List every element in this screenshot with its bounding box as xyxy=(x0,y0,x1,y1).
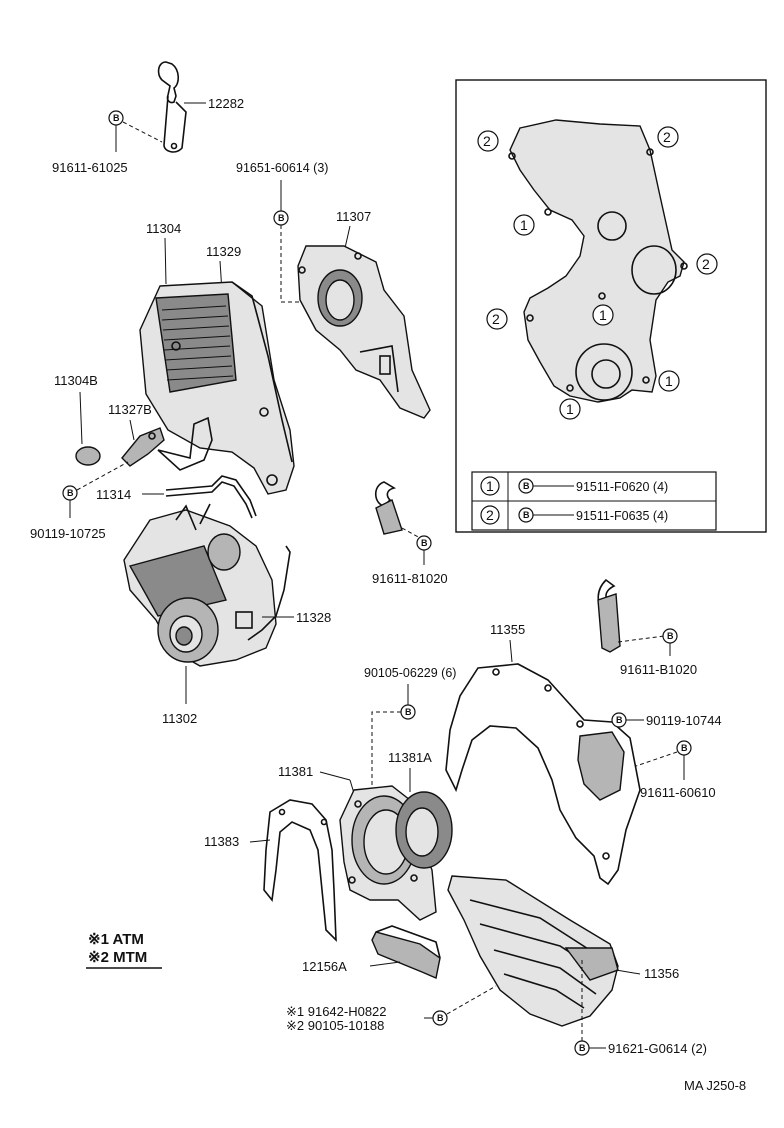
svg-text:1: 1 xyxy=(599,307,607,323)
diagram-code: MA J250-8 xyxy=(684,1078,746,1093)
callout-11355: 11355 xyxy=(490,622,525,637)
callout-11328: 11328 xyxy=(296,610,331,625)
clip-11327B xyxy=(121,427,165,467)
upper-cover-11304 xyxy=(139,281,295,495)
svg-text:B: B xyxy=(523,481,530,491)
table-row-1-bolt-icon: B xyxy=(518,478,534,494)
svg-text:2: 2 xyxy=(486,507,494,523)
svg-text:2: 2 xyxy=(483,133,491,149)
callout-91642-H0822: ※1 91642-H0822 xyxy=(286,1004,387,1019)
callout-11302: 11302 xyxy=(162,711,197,726)
bracket-91611-81020 xyxy=(374,481,403,535)
callout-90105-10188: ※2 90105-10188 xyxy=(286,1018,384,1033)
inset-table: 1 B 91511-F0620 (4) 2 B 91511-F0635 (4) xyxy=(471,471,717,531)
callout-11356: 11356 xyxy=(644,966,679,981)
bolt-marker-91611-B1020: B xyxy=(662,628,678,644)
callout-12156A: 12156A xyxy=(302,959,347,974)
callout-11383: 11383 xyxy=(204,834,239,849)
table-row-1-part: 91511-F0620 (4) xyxy=(576,480,668,494)
bolt-marker-90105-06229: B xyxy=(400,704,416,720)
callout-91621-G0614: 91621-G0614 (2) xyxy=(608,1041,707,1056)
table-row-2-number: 2 xyxy=(480,505,500,525)
callout-11329: 11329 xyxy=(206,244,241,259)
svg-text:B: B xyxy=(681,743,688,753)
svg-text:B: B xyxy=(523,510,530,520)
oil-seal-11381A xyxy=(395,791,453,869)
bolt-marker-91651-60614: B xyxy=(273,210,289,226)
table-row-2-bolt-icon: B xyxy=(518,507,534,523)
lower-cover-11356 xyxy=(447,875,619,1027)
svg-text:B: B xyxy=(278,213,285,223)
bolt-marker-91621-G0614: B xyxy=(574,1040,590,1056)
callout-11307: 11307 xyxy=(336,209,371,224)
cover-ribs xyxy=(161,305,234,381)
bolt-marker-90119-10725: B xyxy=(62,485,78,501)
svg-text:B: B xyxy=(579,1043,586,1053)
legend-mtm: ※2 MTM xyxy=(88,949,147,966)
bracket-12282 xyxy=(157,61,187,153)
svg-text:B: B xyxy=(616,715,623,725)
grommet-11304B xyxy=(75,446,101,466)
gasket-11383 xyxy=(263,799,337,943)
callout-11381: 11381 xyxy=(278,764,313,779)
marker-1: 1 xyxy=(592,304,614,326)
rear-plate-outline xyxy=(508,119,688,403)
callout-12282: 12282 xyxy=(208,96,244,111)
bolt-marker-91642-H0822: B xyxy=(432,1010,448,1026)
svg-text:B: B xyxy=(667,631,674,641)
callout-91611-61025: 91611-61025 xyxy=(52,160,128,175)
svg-text:B: B xyxy=(405,707,412,717)
svg-text:1: 1 xyxy=(486,478,494,494)
callout-11327B: 11327B xyxy=(108,402,152,417)
seal-11328 xyxy=(247,545,291,641)
svg-text:B: B xyxy=(421,538,428,548)
svg-text:B: B xyxy=(67,488,74,498)
marker-2: 2 xyxy=(477,130,499,152)
marker-2: 2 xyxy=(696,253,718,275)
lower-cover-11302 xyxy=(123,503,277,667)
callout-90119-10725: 90119-10725 xyxy=(30,526,106,541)
callout-90119-10744: 90119-10744 xyxy=(646,713,722,728)
legend-atm: ※1 ATM xyxy=(88,931,144,948)
marker-2: 2 xyxy=(657,126,679,148)
callout-91611-81020: 91611-81020 xyxy=(372,571,448,586)
bolt-marker-91611-81020: B xyxy=(416,535,432,551)
bolt-marker-90119-10744: B xyxy=(611,712,627,728)
svg-text:2: 2 xyxy=(702,256,710,272)
block-12156A xyxy=(371,925,441,979)
callout-11381A: 11381A xyxy=(388,750,432,765)
callout-11304B: 11304B xyxy=(54,373,98,388)
callout-91611-B1020: 91611-B1020 xyxy=(620,662,697,677)
marker-1: 1 xyxy=(658,370,680,392)
marker-2: 2 xyxy=(486,308,508,330)
callout-91651-60614: 91651-60614 (3) xyxy=(236,161,328,175)
callout-11304: 11304 xyxy=(146,221,181,236)
svg-text:1: 1 xyxy=(665,373,673,389)
bolt-marker-91611-61025: B xyxy=(108,110,124,126)
callout-90105-06229: 90105-06229 (6) xyxy=(364,666,456,680)
svg-text:B: B xyxy=(113,113,120,123)
rear-cover-11307 xyxy=(297,245,431,419)
svg-text:2: 2 xyxy=(663,129,671,145)
callout-11314: 11314 xyxy=(96,487,131,502)
inset-panel: 2 2 1 2 2 1 1 1 1 B 91511-F0620 (4) 2 B … xyxy=(455,79,767,533)
table-row-1-number: 1 xyxy=(480,476,500,496)
callout-91611-60610: 91611-60610 xyxy=(640,785,716,800)
legend: ※1 ATM ※2 MTM xyxy=(86,931,162,969)
svg-text:B: B xyxy=(437,1013,444,1023)
marker-1: 1 xyxy=(513,214,535,236)
bolt-marker-91611-60610: B xyxy=(676,740,692,756)
back-plate-11355 xyxy=(445,663,641,886)
svg-text:2: 2 xyxy=(492,311,500,327)
bracket-91611-B1020 xyxy=(597,578,621,653)
svg-text:1: 1 xyxy=(520,217,528,233)
gasket-11314 xyxy=(165,475,257,517)
marker-1: 1 xyxy=(559,398,581,420)
table-row-2-part: 91511-F0635 (4) xyxy=(576,509,668,523)
svg-text:1: 1 xyxy=(566,401,574,417)
